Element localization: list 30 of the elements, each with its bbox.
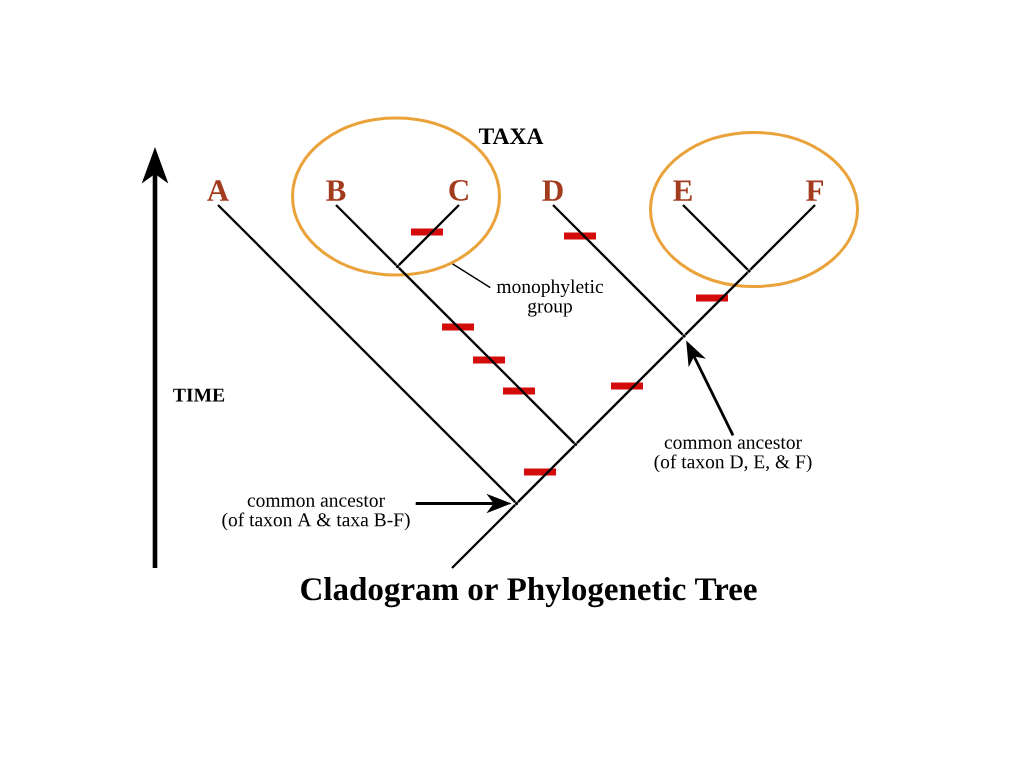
taxon-label: E: [673, 180, 692, 201]
branch-line: [576, 336, 684, 444]
branch-line: [684, 271, 749, 336]
branch-point: [395, 264, 400, 269]
branch-line: [517, 445, 575, 503]
taxon-label: B: [326, 180, 346, 201]
taxon-label: D: [542, 180, 563, 201]
branch-point: [747, 269, 751, 273]
taxon-label: F: [806, 180, 823, 201]
annotation: monophyletic group: [496, 279, 604, 317]
annotation: common ancestor (of taxon D, E, & F): [654, 437, 812, 473]
leader-line: [451, 263, 491, 289]
branch-line: [398, 204, 460, 266]
branch-point: [682, 334, 686, 338]
taxon-label: A: [207, 180, 229, 201]
branch-point: [573, 442, 578, 447]
branch-line: [335, 204, 397, 266]
branch-line: [398, 267, 575, 444]
branch-line: [217, 204, 516, 503]
annotation: common ancestor (of taxon A & taxa B-F): [222, 495, 410, 531]
branch-line: [552, 204, 684, 336]
taxon-label: C: [449, 179, 468, 201]
branch-line: [451, 504, 516, 569]
heading: TAXA: [478, 128, 544, 144]
title: Cladogram or Phylogenetic Tree: [301, 577, 757, 608]
branch-point: [514, 501, 519, 506]
branch-line: [749, 204, 816, 271]
branch-line: [682, 204, 749, 271]
group-ellipse: [649, 131, 859, 288]
axis-label: TIME: [173, 388, 225, 402]
